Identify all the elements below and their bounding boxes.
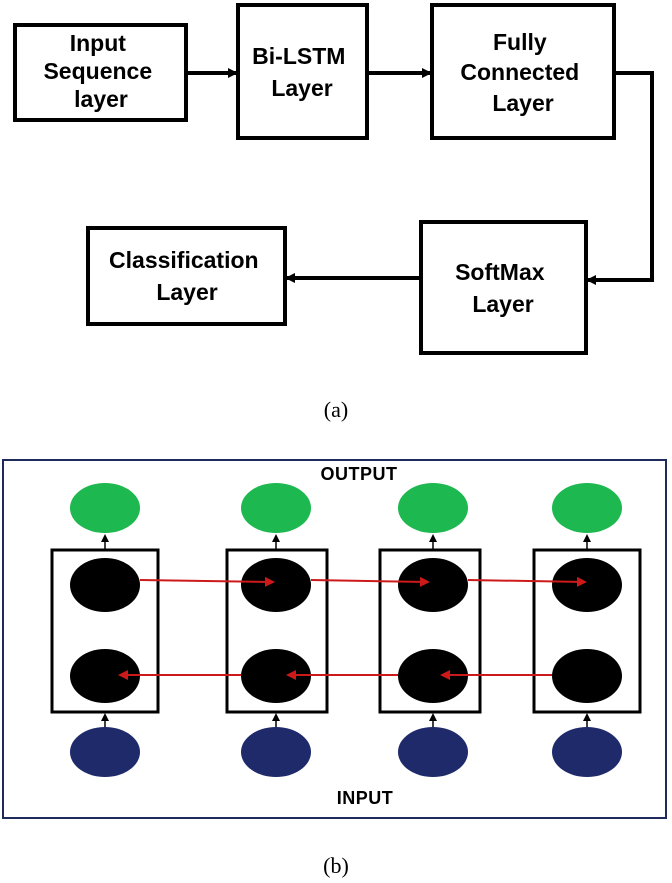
fc-box-line-1: Fully [493,29,547,55]
classification-box-line-1: Classification [109,247,259,273]
lstm-cell-box [225,548,329,714]
forward-arrow-2-3 [310,576,430,587]
flowchart: Input Sequence layer Bi-LSTM Layer Fully… [13,3,654,355]
bilstm-unrolled-diagram: OUTPUT INPUT [2,459,667,819]
input-box-line-2: Sequence [43,58,152,84]
timestep-2 [225,483,329,777]
input-box-line-3: layer [74,86,128,112]
arrow-fc-to-softmax [586,71,654,285]
output-node [70,483,140,533]
timestep-1 [50,483,160,777]
bilstm-box-line-1: Bi-LSTM [252,43,345,69]
svg-text:Fully Connected La: Fully Connected Layer [460,29,585,116]
forward-hidden-node [70,558,140,612]
output-node [398,483,468,533]
svg-text:Classification Layer: Classification Layer [109,247,265,305]
input-node [398,727,468,777]
svg-text:SoftMax Layer: SoftMax Layer [455,259,551,317]
softmax-box-line-1: SoftMax [455,259,545,285]
forward-arrow-1-2 [139,576,275,587]
input-label: INPUT [337,788,394,808]
lstm-cell-box [532,548,642,714]
output-node [241,483,311,533]
svg-text:Input Sequence lay: Input Sequence layer [43,30,158,112]
bilstm-layer-box [236,3,369,140]
input-node [241,727,311,777]
forward-hidden-node [241,558,311,612]
timestep-3 [378,483,482,777]
forward-hidden-node [398,558,468,612]
input-node [552,727,622,777]
output-node [552,483,622,533]
caption-b: (b) [323,853,349,878]
backward-hidden-node [70,649,140,703]
bilstm-box-line-2: Layer [271,75,332,101]
fc-box-line-3: Layer [492,90,553,116]
timestep-4 [532,483,642,777]
backward-hidden-node [241,649,311,703]
caption-a: (a) [324,397,348,422]
lstm-cell-box [50,548,160,714]
forward-arrow-3-4 [467,576,587,587]
output-label: OUTPUT [321,464,398,484]
input-node [70,727,140,777]
fc-box-line-2: Connected [460,59,579,85]
classification-box-line-2: Layer [156,279,217,305]
svg-text:Bi-LSTM Layer: Bi-LSTM Layer [252,43,352,101]
input-sequence-layer-box [13,23,188,122]
backward-hidden-node [552,649,622,703]
lstm-cell-box [378,548,482,714]
input-box-line-1: Input [70,30,127,56]
classification-layer-box [86,226,287,326]
forward-hidden-node [552,558,622,612]
backward-hidden-node [398,649,468,703]
softmax-box-line-2: Layer [472,291,533,317]
softmax-layer-box [419,220,588,355]
